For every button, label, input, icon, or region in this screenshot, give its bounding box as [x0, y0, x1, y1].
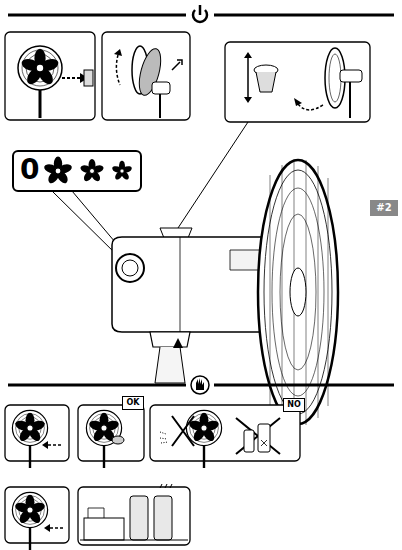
ok-tag: OK	[122, 396, 144, 410]
box-text: 0	[20, 152, 140, 188]
speed-selector-box: 0	[12, 150, 142, 192]
no-tag: NO	[283, 398, 305, 412]
page-tag: #2	[370, 200, 398, 216]
box-text: NO	[284, 399, 304, 411]
box-text: OK	[123, 397, 143, 409]
box-text: #2	[370, 200, 398, 216]
